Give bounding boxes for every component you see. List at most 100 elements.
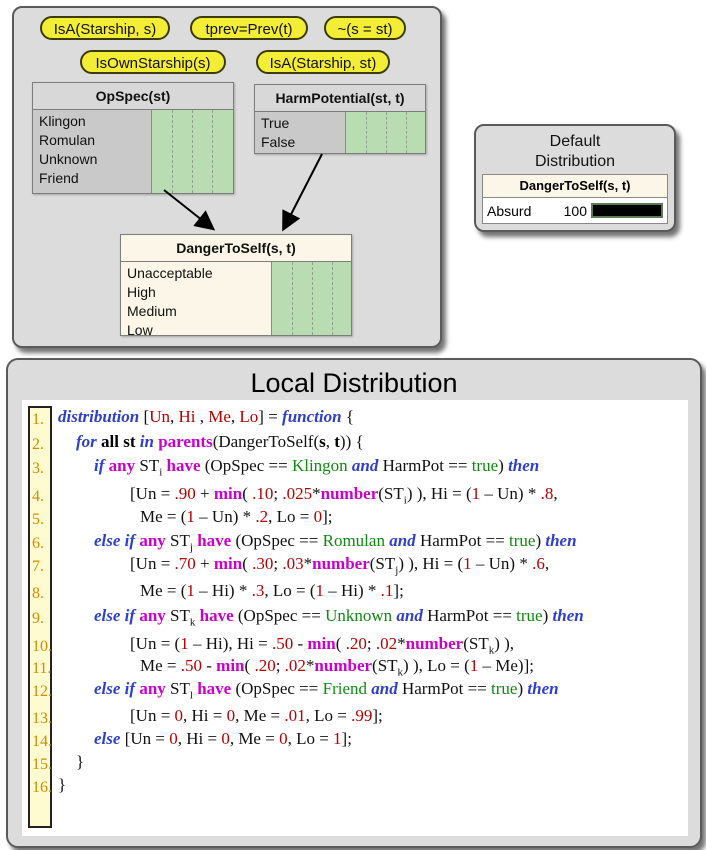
- code-token: 0: [169, 729, 178, 748]
- default-title-line2: Distribution: [534, 153, 616, 170]
- code-token: – Hi) *: [323, 581, 381, 600]
- code-token: , Me =: [235, 706, 285, 725]
- line-number: 16.: [32, 779, 52, 796]
- code-line: else if any STl have (OpSpec == Friend a…: [94, 679, 559, 701]
- line-number: 3.: [32, 460, 44, 477]
- code-token: ): [517, 679, 528, 698]
- code-token: Me =: [140, 656, 181, 675]
- default-distribution-node[interactable]: DangerToSelf(s, t) Absurd 100: [482, 174, 668, 224]
- state-absurd: Absurd: [487, 202, 532, 219]
- code-token: ST: [170, 531, 190, 550]
- code-token: -: [202, 656, 217, 675]
- line-number: 6.: [32, 535, 44, 552]
- code-token: for: [76, 432, 102, 451]
- state-medium: Medium: [127, 303, 177, 319]
- line-number: 8.: [32, 585, 44, 602]
- code-token: min: [216, 656, 245, 675]
- code-token: ST: [170, 606, 190, 625]
- code-line: [Un = .70 + min( .30; .03*number(STj) ),…: [130, 554, 549, 576]
- default-distribution-panel: Default Distribution DangerToSelf(s, t) …: [474, 124, 676, 232]
- code-token: ST: [170, 679, 190, 698]
- line-number: 13.: [32, 710, 52, 727]
- code-token: 1: [333, 729, 342, 748]
- code-token: true: [516, 606, 543, 625]
- local-distribution-title: Local Distribution: [250, 368, 458, 398]
- code-token: (DangerToSelf(: [212, 432, 320, 451]
- code-token: then: [552, 606, 584, 625]
- context-node-s-not-st[interactable]: ~(s = st): [324, 16, 406, 40]
- code-token: – Un) *: [471, 554, 533, 573]
- opspec-node[interactable]: OpSpec(st) Klingon Romulan Unknown Frien…: [32, 82, 234, 194]
- code-token: 0: [226, 706, 236, 725]
- context-node-isa-starship-s[interactable]: IsA(Starship, s): [40, 16, 170, 40]
- dangertoself-node[interactable]: DangerToSelf(s, t) Unacceptable High Med…: [120, 234, 352, 338]
- code-token: ];: [322, 507, 333, 526]
- code-token: (ST: [378, 484, 404, 503]
- code-token: [: [143, 407, 150, 426]
- context-node-isa-starship-st[interactable]: IsA(Starship, st): [256, 50, 390, 74]
- code-token: .20: [254, 656, 276, 675]
- code-token: any: [139, 606, 171, 625]
- state-friend: Friend: [39, 170, 79, 186]
- code-token: +: [195, 484, 214, 503]
- code-token: (: [244, 656, 255, 675]
- code-token: }: [76, 752, 85, 771]
- code-token: .70: [174, 554, 196, 573]
- code-token: then: [527, 679, 559, 698]
- state-klingon: Klingon: [39, 113, 86, 129]
- code-token: Me = (: [140, 507, 187, 526]
- context-node-tprev[interactable]: tprev=Prev(t): [190, 16, 308, 40]
- line-number: 14.: [32, 733, 52, 750]
- code-token: true: [471, 456, 499, 475]
- harmpotential-probability-bars: [345, 112, 425, 153]
- code-line: else if any STk have (OpSpec == Unknown …: [94, 606, 584, 628]
- code-token: number: [405, 634, 464, 653]
- code-token: l: [189, 689, 193, 702]
- context-node-isownstarship[interactable]: IsOwnStarship(s): [80, 50, 226, 74]
- code-token: Friend: [322, 679, 372, 698]
- code-token: .6: [532, 554, 545, 573]
- code-token: have: [162, 456, 205, 475]
- state-absurd-value: 100: [563, 202, 587, 219]
- code-token: i: [159, 466, 163, 479]
- code-token: function: [282, 407, 342, 426]
- code-token: min: [213, 554, 243, 573]
- code-token: -: [293, 634, 308, 653]
- code-token: – Un) *: [194, 507, 256, 526]
- code-token: HarmPot ==: [419, 531, 509, 550]
- code-token: *: [305, 656, 315, 675]
- code-token: Un: [149, 407, 170, 426]
- code-token: true: [491, 679, 518, 698]
- code-line: [Un = .90 + min( .10; .025*number(STi) )…: [130, 484, 558, 506]
- line-number: 4.: [32, 488, 44, 505]
- line-number: 2.: [32, 436, 44, 453]
- code-line: }: [58, 775, 66, 795]
- code-token: .99: [351, 706, 373, 725]
- state-high: High: [127, 284, 156, 300]
- code-token: 0: [279, 729, 288, 748]
- code-line: [Un = (1 – Hi), Hi = .50 - min( .20; .02…: [130, 634, 514, 656]
- code-token: .02: [284, 656, 306, 675]
- code-token: ): [535, 531, 546, 550]
- code-token: [Un = (: [130, 634, 181, 653]
- code-token: number: [314, 656, 373, 675]
- code-token: and: [351, 456, 383, 475]
- code-token: number: [320, 484, 379, 503]
- code-line: else if any STj have (OpSpec == Romulan …: [94, 531, 577, 553]
- code-token: .50: [271, 634, 294, 653]
- code-token: HarmPot ==: [382, 456, 472, 475]
- harmpotential-node[interactable]: HarmPotential(st, t) True False: [254, 84, 426, 154]
- code-token: t: [334, 432, 340, 451]
- code-line: }: [76, 752, 84, 772]
- code-token: (ST: [372, 656, 398, 675]
- code-token: (OpSpec ==: [237, 606, 326, 625]
- code-token: *: [397, 634, 406, 653]
- code-area: 1.2.3.4.5.6.7.8.9.10.11.12.13.14.15.16. …: [22, 400, 688, 836]
- default-node-title: DangerToSelf(s, t): [483, 175, 667, 198]
- code-token: Me: [208, 407, 231, 426]
- code-token: .1: [380, 581, 394, 600]
- code-token: [Un =: [130, 484, 175, 503]
- code-token: , Lo = (: [264, 581, 316, 600]
- code-token: min: [213, 484, 243, 503]
- code-token: have: [192, 679, 236, 698]
